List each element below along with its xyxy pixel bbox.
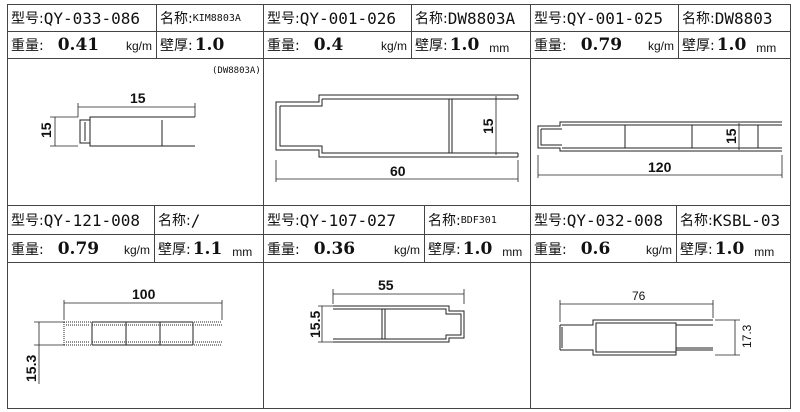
name-value: KSBL-03 <box>712 210 781 230</box>
name-value: DW8803A <box>447 8 516 28</box>
weight-label: 重量: <box>11 241 44 258</box>
name-label: 名称: <box>682 11 715 27</box>
profile-drawing-3: 15 120 <box>537 121 783 178</box>
wall-value: 1.0 <box>714 238 745 259</box>
name-label: 名称: <box>160 11 193 27</box>
weight-value: 0.4 <box>313 35 344 55</box>
weight-value: 0.6 <box>580 238 611 259</box>
dimension-label: 15.5 <box>307 311 323 338</box>
wall-unit: mm <box>756 41 777 55</box>
alias-note: (DW8803A) <box>212 66 261 76</box>
name-label: 名称: <box>158 213 191 229</box>
model-value: QY-107-027 <box>299 210 397 230</box>
dimension-label: 76 <box>632 289 646 303</box>
weight-label: 重量: <box>534 241 567 258</box>
model-label: 型号: <box>11 213 44 229</box>
model-value: QY-032-008 <box>566 210 664 230</box>
weight-label: 重量: <box>11 38 44 54</box>
weight-unit: kg/m <box>393 243 420 257</box>
wall-label: 壁厚: <box>158 241 191 258</box>
profile-drawing-2: 15 60 <box>275 94 519 182</box>
wall-label: 壁厚: <box>682 38 715 54</box>
name-cell: 名称:DW8803A <box>411 4 531 32</box>
name-value: / <box>190 210 201 230</box>
dimension-label: 100 <box>132 286 156 302</box>
model-label: 型号: <box>534 11 567 27</box>
name-label: 名称: <box>428 213 461 229</box>
wall-thickness-cell: 壁厚:1.0 mm <box>676 234 791 263</box>
model-label: 型号: <box>11 11 44 27</box>
dimension-label: 15 <box>480 118 496 134</box>
wall-label: 壁厚: <box>415 38 448 54</box>
dimension-label: 15.3 <box>23 355 39 382</box>
model-cell: 型号:QY-121-008 <box>7 205 155 235</box>
weight-cell: 重量: 0.79 kg/m <box>7 234 155 263</box>
name-cell: 名称:KSBL-03 <box>676 205 791 235</box>
weight-value: 0.36 <box>313 238 356 259</box>
wall-value: 1.0 <box>462 238 493 259</box>
wall-label: 壁厚: <box>428 241 461 258</box>
model-value: QY-121-008 <box>43 210 141 230</box>
dimension-label: 60 <box>390 163 406 179</box>
weight-value: 0.41 <box>57 35 100 55</box>
weight-unit: kg/m <box>125 39 152 53</box>
weight-label: 重量: <box>267 38 300 54</box>
model-label: 型号: <box>267 213 300 229</box>
dimension-label: 15 <box>38 122 54 138</box>
name-value: BDF301 <box>460 214 497 226</box>
weight-unit: kg/m <box>647 39 674 53</box>
weight-value: 0.79 <box>57 238 100 259</box>
name-value: DW8803 <box>714 8 773 28</box>
model-value: QY-001-025 <box>566 8 664 28</box>
weight-unit: kg/m <box>123 243 150 257</box>
dimension-label: 15 <box>723 128 739 144</box>
dimension-label: 17.3 <box>740 324 754 348</box>
name-value: KIM8803A <box>192 12 241 24</box>
model-value: QY-001-026 <box>299 8 397 28</box>
weight-label: 重量: <box>267 241 300 258</box>
profile-drawing-4: 100 15.3 <box>23 286 223 384</box>
dimension-label: 120 <box>648 159 672 175</box>
model-label: 型号: <box>267 11 300 27</box>
wall-value: 1.0 <box>449 35 480 55</box>
wall-unit: mm <box>232 245 253 259</box>
profile-drawing-1: 15 15 (DW8803A) <box>38 66 261 147</box>
wall-unit: mm <box>754 245 775 259</box>
drawing-cell <box>530 262 791 409</box>
wall-value: 1.0 <box>194 35 225 55</box>
wall-label: 壁厚: <box>160 38 193 54</box>
profile-drawing-6: 76 17.3 <box>559 289 754 356</box>
model-value: QY-033-086 <box>43 8 141 28</box>
wall-unit: mm <box>489 41 510 55</box>
weight-unit: kg/m <box>380 39 407 53</box>
dimension-label: 15 <box>130 90 146 106</box>
wall-value: 1.1 <box>192 238 223 259</box>
name-label: 名称: <box>680 213 713 229</box>
model-label: 型号: <box>534 213 567 229</box>
weight-unit: kg/m <box>645 243 672 257</box>
weight-value: 0.79 <box>580 35 623 55</box>
dimension-label: 55 <box>378 277 394 293</box>
wall-label: 壁厚: <box>680 241 713 258</box>
name-label: 名称: <box>415 11 448 27</box>
wall-value: 1.0 <box>716 35 747 55</box>
weight-label: 重量: <box>534 38 567 54</box>
profile-drawing-5: 55 15.5 <box>307 277 465 343</box>
wall-unit: mm <box>502 245 523 259</box>
